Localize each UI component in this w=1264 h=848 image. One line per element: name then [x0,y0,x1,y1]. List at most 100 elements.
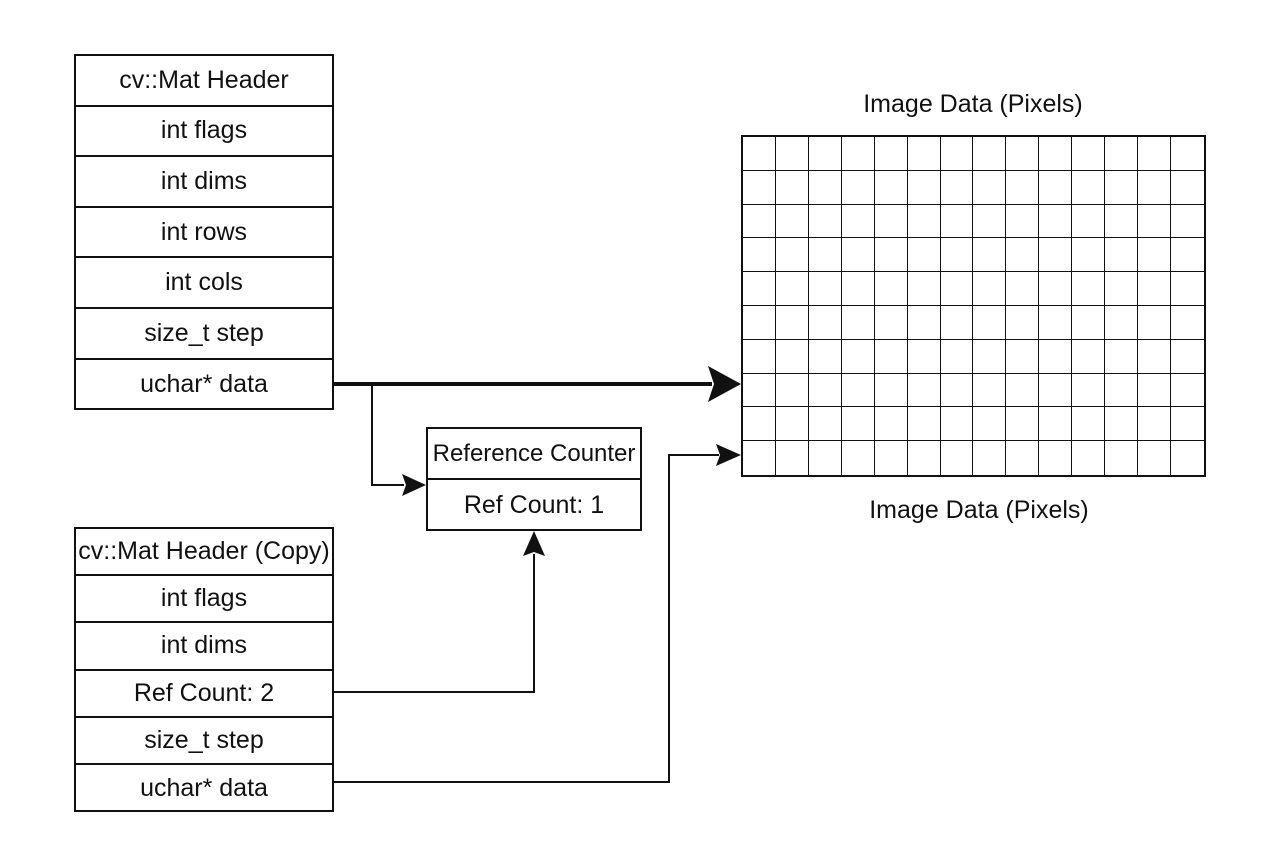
pixel-cell [1039,441,1073,475]
pixel-cell [1072,441,1106,475]
pixel-cell [743,170,776,205]
pixel-cell [973,407,1007,442]
pixel-cell [1039,272,1073,306]
pixel-cell [874,339,908,374]
reference-counter-box: Reference Counter Ref Count: 1 [426,427,642,531]
pixel-cell [940,407,974,442]
pixel-cell [875,441,908,475]
pixel-cell [940,238,974,273]
mat-header-field-dims: int dims [76,157,332,208]
pixel-cell [874,407,908,442]
pixel-cell [1138,441,1172,475]
pixel-cell [907,137,941,171]
image-data-label-top: Image Data (Pixels) [863,90,1083,118]
pixel-cell [874,238,908,273]
pixel-cell [775,339,809,374]
pixel-cell [775,272,809,306]
mat-header-field-rows: int rows [76,208,332,259]
reference-counter-count: Ref Count: 1 [463,491,605,519]
pixel-cell [1105,373,1139,408]
pixel-cell [841,272,875,306]
pixel-cell [1072,373,1106,408]
pixel-cell [973,170,1007,205]
pixel-cell [743,441,776,475]
pixel-cell [841,204,875,239]
mat-header-copy-box: cv::Mat Header (Copy) int flags int dims… [74,527,334,812]
pixel-cell [1171,407,1204,442]
pixel-cell [1006,305,1040,340]
pixel-cell [1006,204,1040,239]
pixel-cell [1072,238,1106,273]
pixel-cell [1105,137,1139,171]
pixel-cell [775,137,809,171]
pixel-cell [940,272,974,306]
pixel-cell [1105,238,1139,273]
pixel-cell [808,238,842,273]
pixel-cell [743,339,776,374]
pixel-cell [1006,137,1040,171]
pixel-cell [907,305,941,340]
pixel-cell [973,305,1007,340]
pixel-cell [973,204,1007,239]
pixel-cell [941,441,974,475]
pixel-cell [973,272,1007,306]
mat-header-copy-field-data: uchar* data [140,774,268,803]
image-data-label-bottom: Image Data (Pixels) [869,496,1089,524]
copy-data-pointer-arrow [334,444,741,783]
pixel-cell [1105,204,1139,239]
mat-header-copy-title: cv::Mat Header (Copy) [76,529,332,577]
pixel-cell [973,441,1007,475]
pixel-cell [907,373,941,408]
pixel-cell [874,305,908,340]
pixel-cell [1072,170,1106,205]
mat-header-title: cv::Mat Header [76,56,332,107]
mat-header-field-flags: int flags [76,107,332,158]
pixel-cell [874,272,908,306]
pixel-cell [1039,238,1073,273]
pixel-cell [841,339,875,374]
pixel-cell [907,407,941,442]
pixel-cell [907,204,941,239]
pixel-cell [940,305,974,340]
pixel-cell [973,137,1007,171]
pixel-cell [809,441,842,475]
data-pointer-arrow [334,366,741,402]
pixel-cell [743,137,776,171]
pixel-cell [874,204,908,239]
pixel-cell [808,339,842,374]
pixel-grid [741,135,1206,477]
pixel-cell [1006,373,1040,408]
pixel-cell [1105,272,1139,306]
pixel-cell [1171,374,1204,408]
pixel-cell [1138,407,1172,442]
pixel-cell [842,441,875,475]
pixel-cell [907,170,941,205]
pixel-cell [940,204,974,239]
pixel-cell [1072,272,1106,306]
pixel-cell [1105,339,1139,374]
pixel-cell [775,170,809,205]
pixel-cell [907,272,941,306]
pixel-cell [908,441,941,475]
pixel-cell [808,305,842,340]
pixel-cell [1039,407,1073,442]
pixel-cell [841,305,875,340]
pixel-cell [743,305,776,340]
pixel-cell [1039,137,1073,171]
pixel-cell [1138,170,1172,205]
pixel-cell [940,339,974,374]
pixel-cell [1138,373,1172,408]
pixel-cell [940,170,974,205]
mat-header-copy-field-flags: int flags [76,576,332,624]
pixel-cell [775,305,809,340]
pixel-cell [1171,137,1204,171]
pixel-cell [1105,441,1139,475]
pixel-cell [1006,238,1040,273]
pixel-cell [1171,340,1204,374]
pixel-cell [1171,238,1204,273]
pixel-cell [874,373,908,408]
pixel-cell [1039,305,1073,340]
pixel-cell [743,373,776,408]
